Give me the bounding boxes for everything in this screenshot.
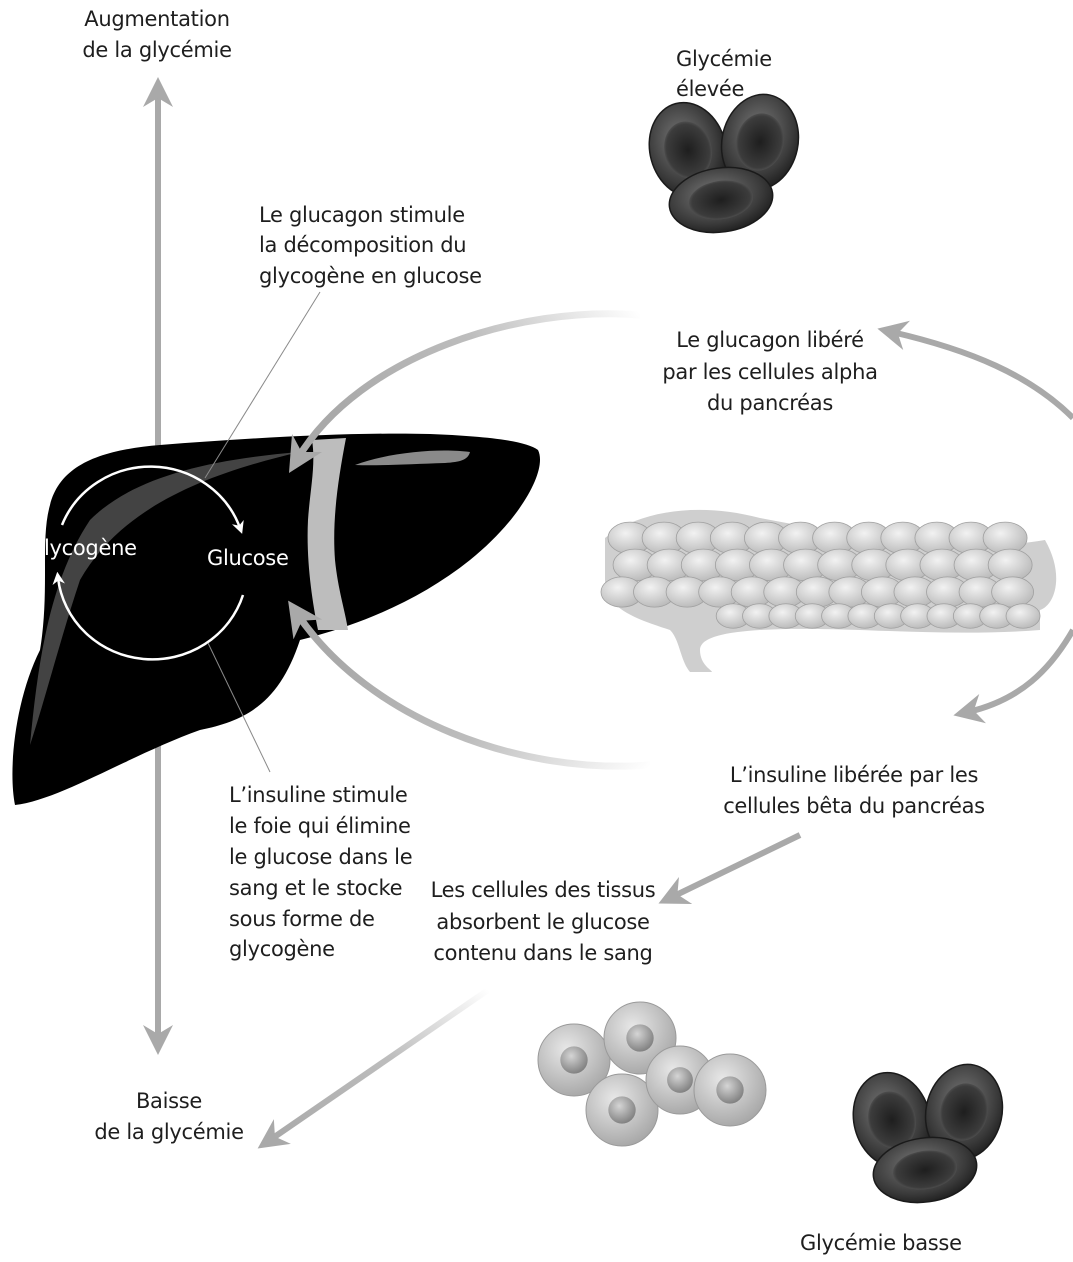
pancreas-lobule	[1006, 604, 1040, 628]
pancreas-lobule	[992, 577, 1034, 607]
low-glycemia-label: Glycémie basse	[800, 1231, 962, 1255]
pancreas-lobule	[988, 549, 1032, 581]
label-line: glycogène en glucose	[259, 264, 482, 288]
glucagon-released-label: Le glucagon libéré par les cellules alph…	[662, 328, 877, 415]
label-line: Glycémie	[676, 47, 772, 71]
liver-illustration	[12, 434, 540, 805]
high-glycemia-label: Glycémie élevée	[676, 47, 772, 101]
insulin-stimulates-label: L’insuline stimule le foie qui élimine l…	[229, 783, 412, 961]
label-line: de la glycémie	[82, 38, 231, 62]
label-line: sous forme de	[229, 907, 375, 931]
pancreas-lobule	[983, 522, 1027, 554]
label-line: absorbent le glucose	[436, 910, 649, 934]
tissue-cells-illustration	[538, 1002, 766, 1146]
label-line: Le glucagon libéré	[676, 328, 864, 352]
glycemia-decrease-label: Baisse de la glycémie	[94, 1089, 243, 1144]
insulin-to-cells-arrow	[672, 835, 800, 897]
pancreas-illustration	[601, 510, 1056, 672]
label-line: L’insuline stimule	[229, 783, 407, 807]
label-line: Baisse	[136, 1089, 202, 1113]
label-line: cellules bêta du pancréas	[723, 794, 985, 818]
tissue-cell	[694, 1054, 766, 1126]
glycemia-increase-label: Augmentation de la glycémie	[82, 7, 231, 62]
label-line: Les cellules des tissus	[431, 878, 656, 902]
label-line: glycogène	[229, 937, 335, 961]
cells-to-decrease-arrow	[270, 990, 488, 1140]
label-line: contenu dans le sang	[433, 941, 652, 965]
label-line: la décomposition du	[259, 233, 466, 257]
label-line: le glucose dans le	[229, 845, 412, 869]
label-line: L’insuline libérée par les	[730, 763, 978, 787]
label-line: élevée	[676, 77, 744, 101]
glucagon-stimulates-label: Le glucagon stimule la décomposition du …	[259, 203, 482, 288]
insulin-to-liver-arrow	[298, 615, 650, 766]
label-line: le foie qui élimine	[229, 814, 411, 838]
glucagon-feedback-arrow	[892, 332, 1073, 418]
insulin-released-label: L’insuline libérée par les cellules bêta…	[723, 763, 985, 818]
label-line: Le glucagon stimule	[259, 203, 465, 227]
glucose-label: Glucose	[207, 546, 289, 570]
low-glycemia-blood-cells	[843, 1057, 1011, 1209]
label-line: du pancréas	[707, 391, 833, 415]
insulin-feedback-arrow	[968, 630, 1073, 712]
cells-absorb-label: Les cellules des tissus absorbent le glu…	[431, 878, 656, 965]
label-line: sang et le stocke	[229, 876, 402, 900]
glycogen-label: Glycogène	[28, 536, 137, 560]
label-line: de la glycémie	[94, 1120, 243, 1144]
label-line: Augmentation	[84, 7, 229, 31]
label-line: par les cellules alpha	[662, 360, 877, 384]
high-glycemia-blood-cells	[639, 87, 807, 239]
